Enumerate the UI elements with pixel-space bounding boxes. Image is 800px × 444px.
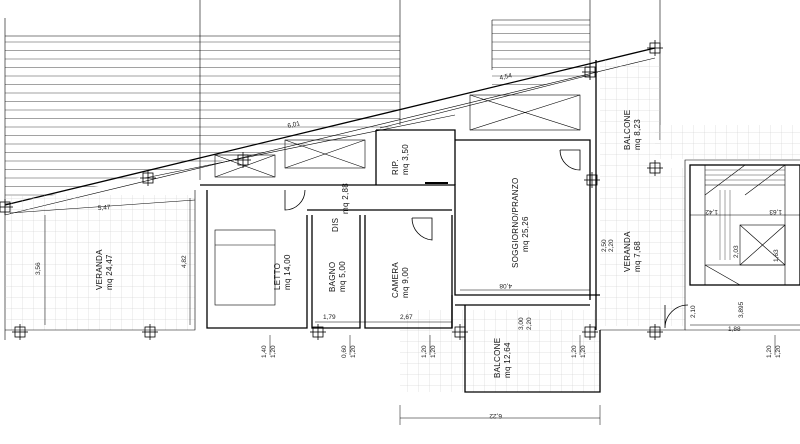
room-label-letto: LETTO mq 14,00 bbox=[273, 254, 292, 290]
dim-267: 2,67 bbox=[400, 314, 413, 321]
dim-window-1b: 1,20 bbox=[270, 345, 277, 358]
dim-601: 6,01 bbox=[287, 120, 301, 130]
dim-142: 1,42 bbox=[705, 208, 718, 215]
dim-356: 3,56 bbox=[35, 262, 42, 275]
svg-text:mq 14,00: mq 14,00 bbox=[283, 254, 292, 290]
dim-622: 6,22 bbox=[489, 412, 502, 419]
room-label-balcone-bottom: BALCONE mq 12,64 bbox=[493, 338, 512, 378]
dim-window-1a: 1,40 bbox=[261, 345, 268, 358]
room-label-veranda-left: VERANDA mq 24,47 bbox=[95, 249, 114, 290]
roof-slope-lines bbox=[4, 47, 656, 216]
dim-547: 5,47 bbox=[98, 204, 111, 212]
dim-203: 2,03 bbox=[733, 245, 740, 258]
room-label-rip: RIP. mq 3,50 bbox=[391, 144, 410, 175]
dim-window-5b: 1,20 bbox=[775, 345, 782, 358]
svg-text:mq 9,00: mq 9,00 bbox=[401, 267, 410, 298]
room-label-dis: DIS mq 2,88 bbox=[331, 183, 350, 232]
dim-163a: 1,63 bbox=[769, 208, 782, 215]
bed bbox=[214, 229, 276, 306]
dim-window-2b: 1,20 bbox=[350, 345, 357, 358]
room-label-veranda-right: VERANDA mq 7,68 bbox=[623, 231, 642, 272]
svg-text:mq 2,88: mq 2,88 bbox=[341, 183, 350, 214]
svg-text:mq 25,26: mq 25,26 bbox=[521, 216, 530, 252]
svg-text:mq 12,64: mq 12,64 bbox=[503, 342, 512, 378]
dim-window-3a: 1,20 bbox=[421, 345, 428, 358]
svg-text:VERANDA: VERANDA bbox=[623, 231, 632, 272]
svg-text:DIS: DIS bbox=[331, 218, 340, 232]
doors bbox=[284, 149, 689, 329]
svg-text:BALCONE: BALCONE bbox=[623, 110, 632, 150]
dim-482: 4,82 bbox=[181, 255, 188, 268]
dim-window-4a: 1,20 bbox=[571, 345, 578, 358]
dim-179: 1,79 bbox=[323, 314, 336, 321]
svg-text:mq 7,68: mq 7,68 bbox=[633, 241, 642, 272]
dim-250: 2,50 bbox=[601, 239, 608, 252]
column-markers bbox=[0, 40, 663, 340]
dim-window-5a: 1,20 bbox=[766, 345, 773, 358]
stairwell bbox=[689, 164, 800, 286]
dim-454: 4,54 bbox=[499, 72, 513, 82]
svg-text:RIP.: RIP. bbox=[391, 159, 400, 175]
room-label-bagno: BAGNO mq 5,00 bbox=[328, 261, 347, 292]
dim-210: 2,10 bbox=[690, 305, 697, 318]
room-label-balcone-top: BALCONE mq 8,23 bbox=[623, 110, 642, 150]
svg-text:LETTO: LETTO bbox=[273, 263, 282, 290]
room-label-camera: CAMERA mq 9,00 bbox=[391, 262, 410, 298]
roof-area bbox=[4, 0, 661, 340]
dim-window-3b: 1,20 bbox=[430, 345, 437, 358]
walls bbox=[5, 60, 800, 393]
dim-3895: 3,895 bbox=[738, 301, 745, 318]
dim-188: 1,88 bbox=[728, 326, 741, 333]
dim-window-2a: 0,60 bbox=[341, 345, 348, 358]
dim-408: 4,08 bbox=[499, 282, 512, 289]
tiled-areas bbox=[5, 60, 800, 392]
dim-window-4b: 1,20 bbox=[580, 345, 587, 358]
svg-text:VERANDA: VERANDA bbox=[95, 249, 104, 290]
vent-ducts bbox=[214, 94, 581, 178]
svg-text:CAMERA: CAMERA bbox=[391, 262, 400, 298]
dim-220b: 2,20 bbox=[608, 239, 615, 252]
svg-text:mq 24,47: mq 24,47 bbox=[105, 254, 114, 290]
dim-300: 3,00 bbox=[518, 317, 525, 330]
dimension-lines bbox=[9, 198, 800, 425]
svg-text:SOGGIORNO/PRANZO: SOGGIORNO/PRANZO bbox=[511, 177, 520, 268]
dim-220a: 2,20 bbox=[526, 317, 533, 330]
dim-163b: 1,63 bbox=[773, 249, 780, 262]
room-label-soggiorno: SOGGIORNO/PRANZO mq 25,26 bbox=[511, 177, 530, 268]
svg-text:mq 5,00: mq 5,00 bbox=[338, 261, 347, 292]
svg-text:BALCONE: BALCONE bbox=[493, 338, 502, 378]
svg-text:mq 3,50: mq 3,50 bbox=[401, 144, 410, 175]
svg-text:BAGNO: BAGNO bbox=[328, 262, 337, 292]
svg-text:mq 8,23: mq 8,23 bbox=[633, 119, 642, 150]
